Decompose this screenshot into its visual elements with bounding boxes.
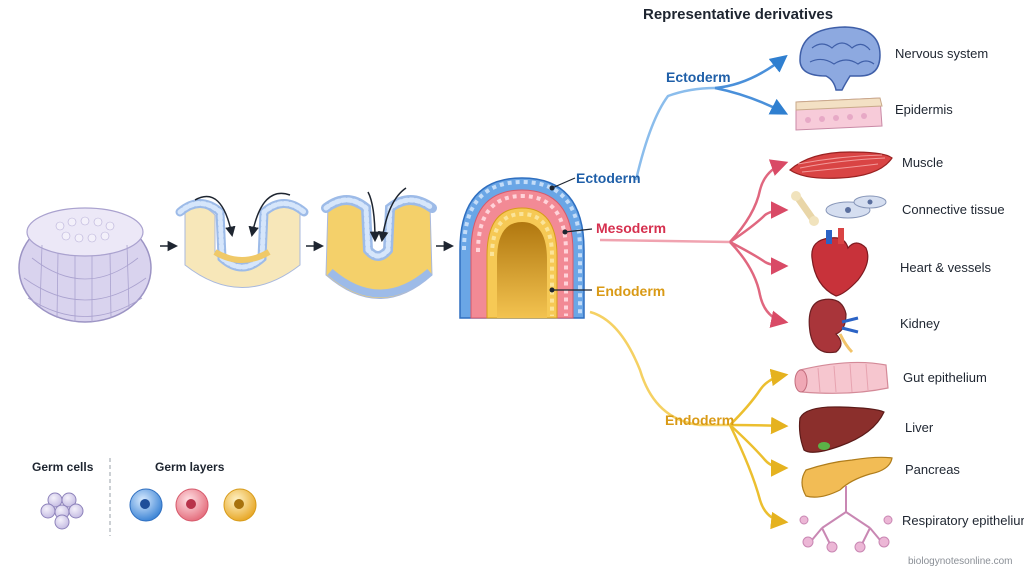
ectoderm-branches [634,54,789,181]
endoderm-branch-label: Endoderm [665,412,735,428]
endoderm-label: Endoderm [596,283,666,299]
legend-mesoderm-nucleus [186,499,196,509]
derivative-pancreas: Pancreas [905,462,960,477]
derivative-liver: Liver [905,420,934,435]
muscle-icon [789,151,893,179]
legend-germ-cells-label: Germ cells [32,460,94,474]
derivative-kidney: Kidney [900,316,940,331]
skin-icon [795,97,883,131]
trilaminar-gastrula [459,177,593,319]
legend-germ-cell-cluster [40,492,84,530]
pancreas-icon [801,456,893,498]
derivative-heart-vessels: Heart & vessels [900,260,992,275]
ectoderm-label: Ectoderm [576,170,641,186]
derivative-respiratory-epithelium: Respiratory epithelium [902,513,1024,528]
kidney-icon [808,298,859,354]
derivatives-title: Representative derivatives [643,6,834,23]
legend-germ-layers-label: Germ layers [155,460,225,474]
mesoderm-branches [599,159,789,328]
early-gastrula [175,192,309,288]
blastula [18,207,152,323]
derivative-epidermis: Epidermis [895,102,953,117]
mid-gastrula [321,187,437,299]
liver-icon [798,406,885,453]
legend-endoderm-nucleus [234,499,244,509]
ectoderm-branch-label: Ectoderm [666,69,731,85]
derivative-nervous-system: Nervous system [895,46,989,61]
mesoderm-label: Mesoderm [596,220,667,236]
derivative-connective-tissue: Connective tissue [902,202,1005,217]
derivative-gut-epithelium: Gut epithelium [903,370,987,385]
legend-ectoderm-nucleus [140,499,150,509]
gut-icon [794,361,889,394]
bone-icon [791,191,887,226]
endoderm-branches [589,310,789,530]
source-credit: biologynotesonline.com [908,556,1013,567]
brain-icon [799,26,881,91]
lung-icon [799,486,893,553]
heart-icon [811,228,869,297]
derivative-muscle: Muscle [902,155,944,170]
